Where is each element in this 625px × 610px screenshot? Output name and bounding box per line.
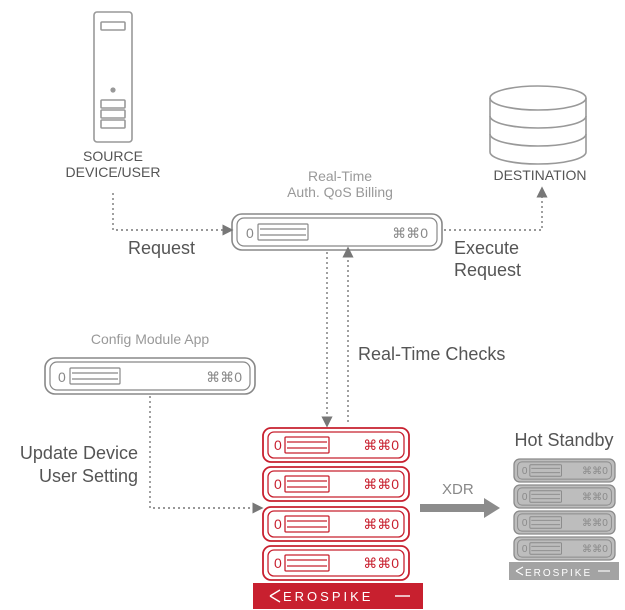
cluster-server-1-glyph: ⌘⌘0 (363, 437, 399, 453)
edge-update-settings (149, 396, 264, 514)
cluster-server-1-digit: 0 (274, 437, 282, 453)
config-glyph: ⌘⌘0 (206, 369, 242, 385)
cluster-server-2-glyph: ⌘⌘0 (363, 476, 399, 492)
cluster-server-1: 0 ⌘⌘0 (262, 427, 410, 463)
request-label: Request (128, 238, 195, 258)
config-server-node: 0 ⌘⌘0 (44, 357, 256, 395)
standby-server-3-digit: 0 (522, 518, 528, 529)
cluster-server-4-digit: 0 (274, 555, 282, 571)
cluster-server-2: 0 ⌘⌘0 (262, 466, 410, 502)
execute-label-line2: Request (454, 260, 521, 280)
standby-server-1-glyph: ⌘⌘0 (582, 466, 608, 477)
standby-server-2-glyph: ⌘⌘0 (582, 492, 608, 503)
realtime-checks-label: Real-Time Checks (358, 344, 505, 364)
standby-server-1: 0 ⌘⌘0 (513, 458, 616, 483)
standby-brand-text: EROSPIKE (525, 568, 592, 579)
standby-server-2-digit: 0 (522, 492, 528, 503)
xdr-label: XDR (442, 481, 474, 498)
standby-server-1-digit: 0 (522, 466, 528, 477)
realtime-title-line1: Real-Time (308, 168, 372, 184)
standby-brand-bar: EROSPIKE (509, 562, 619, 580)
edge-execute-request (444, 186, 548, 231)
standby-server-3: 0 ⌘⌘0 (513, 510, 616, 535)
update-label-line2: User Setting (39, 466, 138, 486)
standby-server-4-glyph: ⌘⌘0 (582, 544, 608, 555)
cluster-server-3-glyph: ⌘⌘0 (363, 516, 399, 532)
realtime-title-line2: Auth. QoS Billing (287, 184, 393, 200)
edge-request (112, 193, 234, 236)
hot-standby-label: Hot Standby (514, 430, 613, 450)
realtime-glyph: ⌘⌘0 (392, 225, 428, 241)
standby-server-4-digit: 0 (522, 544, 528, 555)
source-label-line1: SOURCE (83, 148, 143, 164)
standby-server-4: 0 ⌘⌘0 (513, 536, 616, 561)
config-digit: 0 (58, 369, 66, 385)
cluster-brand-bar: EROSPIKE (253, 583, 423, 609)
cluster-server-2-digit: 0 (274, 476, 282, 492)
destination-label: DESTINATION (493, 167, 586, 183)
cluster-server-4-glyph: ⌘⌘0 (363, 555, 399, 571)
config-title: Config Module App (91, 331, 210, 347)
cluster-server-3-digit: 0 (274, 516, 282, 532)
source-label-line2: DEVICE/USER (66, 164, 161, 180)
update-label-line1: Update Device (20, 443, 138, 463)
cluster-server-4: 0 ⌘⌘0 (262, 545, 410, 581)
source-server-icon (93, 11, 133, 143)
realtime-digit: 0 (246, 225, 254, 241)
realtime-server-node: 0 ⌘⌘0 (231, 213, 443, 251)
cluster-server-3: 0 ⌘⌘0 (262, 506, 410, 542)
aerospike-cluster: 0 ⌘⌘0 0 ⌘⌘0 0 ⌘⌘0 0 ⌘⌘0 (262, 427, 410, 581)
standby-server-3-glyph: ⌘⌘0 (582, 518, 608, 529)
cluster-brand-text: EROSPIKE (283, 589, 373, 604)
xdr-arrow (420, 498, 500, 518)
execute-label-line1: Execute (454, 238, 519, 258)
standby-server-2: 0 ⌘⌘0 (513, 484, 616, 509)
destination-database-icon (489, 85, 587, 165)
connectors (112, 186, 548, 514)
hot-standby-cluster: 0 ⌘⌘0 0 ⌘⌘0 0 ⌘⌘0 0 ⌘⌘0 (513, 458, 616, 561)
